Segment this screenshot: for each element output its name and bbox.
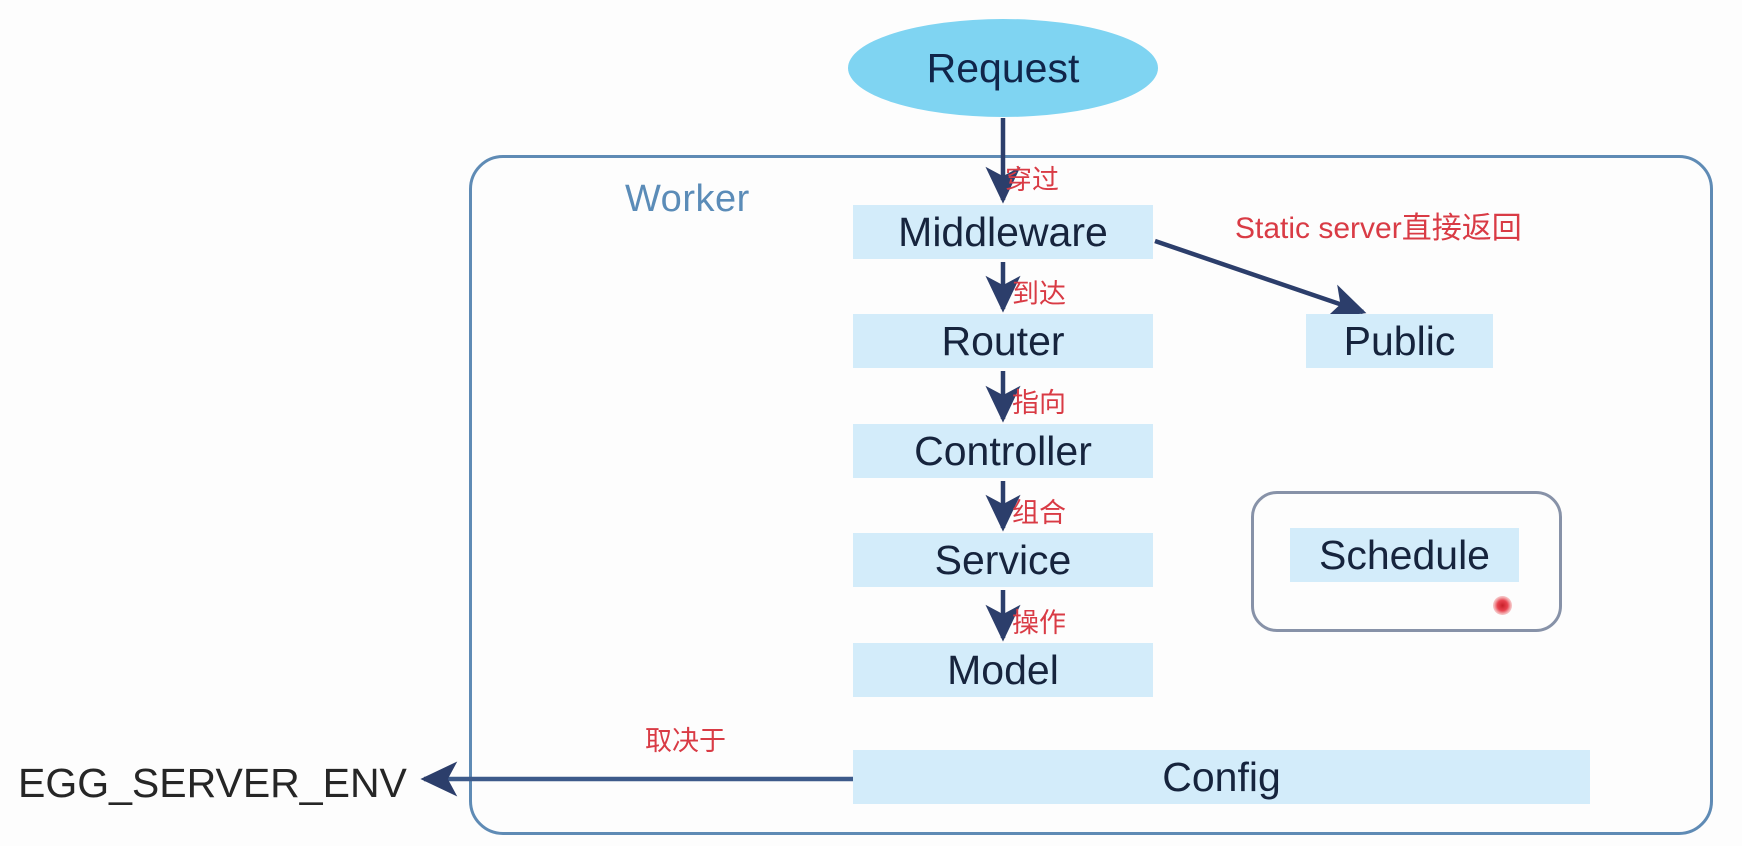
- annotation-daoda: 到达: [1012, 279, 1066, 309]
- node-egg-server-env: EGG_SERVER_ENV: [18, 760, 407, 806]
- worker-container: [469, 155, 1713, 835]
- node-schedule[interactable]: Schedule: [1290, 528, 1519, 582]
- annotation-zhixiang: 指向: [1012, 388, 1066, 418]
- node-controller-label: Controller: [914, 427, 1092, 474]
- node-config[interactable]: Config: [853, 750, 1590, 804]
- node-public[interactable]: Public: [1306, 314, 1493, 368]
- annotation-chuanguo: 穿过: [1005, 165, 1059, 195]
- annotation-static-server: Static server直接返回: [1235, 212, 1522, 245]
- node-controller[interactable]: Controller: [853, 424, 1153, 478]
- node-middleware-label: Middleware: [898, 208, 1108, 255]
- node-router[interactable]: Router: [853, 314, 1153, 368]
- annotation-caozuo: 操作: [1012, 608, 1066, 638]
- node-model[interactable]: Model: [853, 643, 1153, 697]
- worker-label: Worker: [625, 178, 750, 220]
- node-router-label: Router: [941, 317, 1065, 364]
- annotation-zuhe: 组合: [1012, 498, 1066, 528]
- red-dot-cursor-icon: [1493, 596, 1512, 615]
- schedule-group-container: [1251, 491, 1562, 632]
- node-schedule-label: Schedule: [1319, 531, 1490, 578]
- annotation-qujueyu: 取决于: [645, 726, 726, 756]
- node-service[interactable]: Service: [853, 533, 1153, 587]
- node-public-label: Public: [1343, 317, 1456, 364]
- node-request-label: Request: [926, 44, 1080, 91]
- node-config-label: Config: [1162, 753, 1281, 800]
- node-middleware[interactable]: Middleware: [853, 205, 1153, 259]
- node-service-label: Service: [934, 536, 1072, 583]
- node-model-label: Model: [947, 646, 1059, 693]
- node-request[interactable]: Request: [848, 19, 1158, 117]
